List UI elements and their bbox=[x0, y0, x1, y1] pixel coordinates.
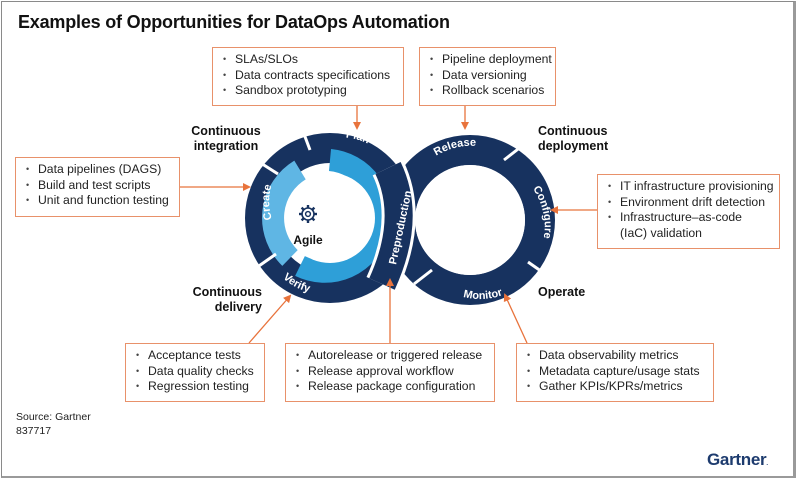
list-item: Data pipelines (DAGS) bbox=[26, 162, 169, 178]
list-item: Rollback scenarios bbox=[430, 83, 545, 99]
list-item: Environment drift detection bbox=[608, 195, 769, 211]
segment-break bbox=[503, 144, 523, 162]
arrow-monitor bbox=[503, 293, 528, 344]
arrow-verify bbox=[248, 294, 292, 344]
gear-icon bbox=[299, 205, 317, 223]
box-preproduction: Autorelease or triggered release Release… bbox=[285, 343, 495, 402]
list-item: Acceptance tests bbox=[136, 348, 254, 364]
agile-label: Agile bbox=[293, 233, 323, 247]
list-item: Infrastructure–as-code (IaC) validation bbox=[608, 210, 769, 241]
source-text: Source: Gartner bbox=[16, 411, 91, 423]
box-plan: SLAs/SLOs Data contracts specifications … bbox=[212, 47, 404, 106]
list-item: Release approval workflow bbox=[296, 364, 484, 380]
list-item: Pipeline deployment bbox=[430, 52, 552, 68]
list-item: Unit and function testing bbox=[26, 193, 169, 209]
segment-break bbox=[413, 268, 433, 286]
phase-continuous-integration: Continuous integration bbox=[191, 124, 261, 153]
source-note: Source: Gartner 837717 bbox=[16, 410, 91, 438]
list-item: Sandbox prototyping bbox=[223, 83, 393, 99]
phase-continuous-deployment: Continuous deployment bbox=[538, 124, 609, 153]
list-item: IT infrastructure provisioning bbox=[608, 179, 774, 195]
agile-center bbox=[285, 173, 375, 263]
segment-break bbox=[255, 252, 277, 270]
figure-title: Examples of Opportunities for DataOps Au… bbox=[18, 12, 450, 32]
list-item: Data observability metrics bbox=[527, 348, 703, 364]
box-verify: Acceptance tests Data quality checks Reg… bbox=[125, 343, 265, 402]
agile-ring-a bbox=[295, 149, 392, 283]
phase-operate: Operate bbox=[538, 285, 586, 299]
list-item: Release package configuration bbox=[296, 379, 484, 395]
box-create: Data pipelines (DAGS) Build and test scr… bbox=[15, 157, 180, 217]
list-item: Data versioning bbox=[430, 68, 545, 84]
list-item: SLAs/SLOs bbox=[223, 52, 393, 68]
list-item: Gather KPIs/KPRs/metrics bbox=[527, 379, 703, 395]
figure-id: 837717 bbox=[16, 425, 52, 437]
list-item: Regression testing bbox=[136, 379, 254, 395]
list-item: Autorelease or triggered release bbox=[296, 348, 484, 364]
list-item: Build and test scripts bbox=[26, 178, 169, 194]
list-item: Data quality checks bbox=[136, 364, 254, 380]
box-monitor: Data observability metrics Metadata capt… bbox=[516, 343, 714, 402]
list-item: Data contracts specifications bbox=[223, 68, 393, 84]
list-item: Metadata capture/usage stats bbox=[527, 364, 703, 380]
segment-break bbox=[255, 158, 279, 176]
preproduction-band bbox=[366, 160, 416, 292]
agile-ring-b bbox=[262, 160, 307, 266]
segment-break bbox=[302, 133, 312, 151]
logo-text: Gartner bbox=[707, 450, 767, 469]
phase-continuous-delivery: Continuous delivery bbox=[192, 285, 262, 314]
segment-monitor-label: Monitor bbox=[462, 286, 504, 302]
right-ring bbox=[385, 135, 555, 305]
box-release: Pipeline deployment Data versioning Roll… bbox=[419, 47, 556, 106]
box-configure: IT infrastructure provisioning Environme… bbox=[597, 174, 780, 249]
segment-create-label: Create bbox=[260, 183, 275, 221]
segment-break bbox=[527, 260, 549, 278]
gartner-logo: Gartner. bbox=[707, 450, 768, 469]
